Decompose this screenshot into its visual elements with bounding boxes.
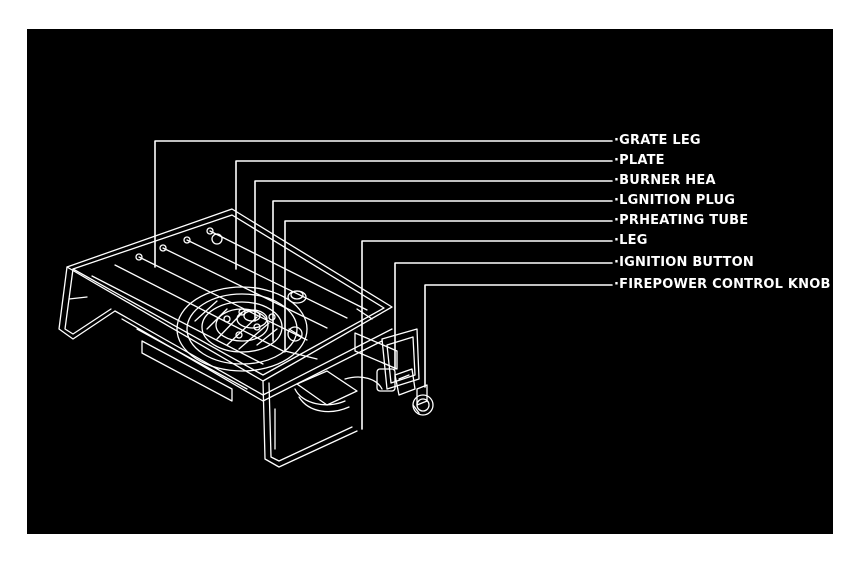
label-leg: ·LEG: [614, 233, 648, 248]
left-leg: [58, 266, 116, 340]
label-prheating-tube: ·PRHEATING TUBE: [614, 213, 749, 228]
burner: [176, 286, 308, 372]
plate-body: [114, 308, 398, 406]
preheating-tube-part: [294, 376, 383, 413]
right-leg: [262, 380, 358, 468]
label-burner-hea: ·BURNER HEA: [614, 173, 716, 188]
grate-frame: [66, 208, 393, 382]
stove-line-drawing: [58, 140, 613, 468]
leader-lines: [154, 140, 613, 430]
valve-assembly: [376, 328, 434, 416]
label-ignition-button: ·IGNITION BUTTON: [614, 255, 754, 270]
ignition-plug-part: [284, 290, 318, 360]
label-plate: ·PLATE: [614, 153, 665, 168]
label-lgnition-plug: ·LGNITION PLUG: [614, 193, 736, 208]
label-grate-leg: ·GRATE LEG: [614, 133, 701, 148]
diagram-frame: ·GRATE LEG ·PLATE ·BURNER HEA ·LGNITION …: [27, 29, 833, 534]
label-firepower-control-knob: ·FIREPOWER CONTROL KNOB: [614, 277, 831, 292]
